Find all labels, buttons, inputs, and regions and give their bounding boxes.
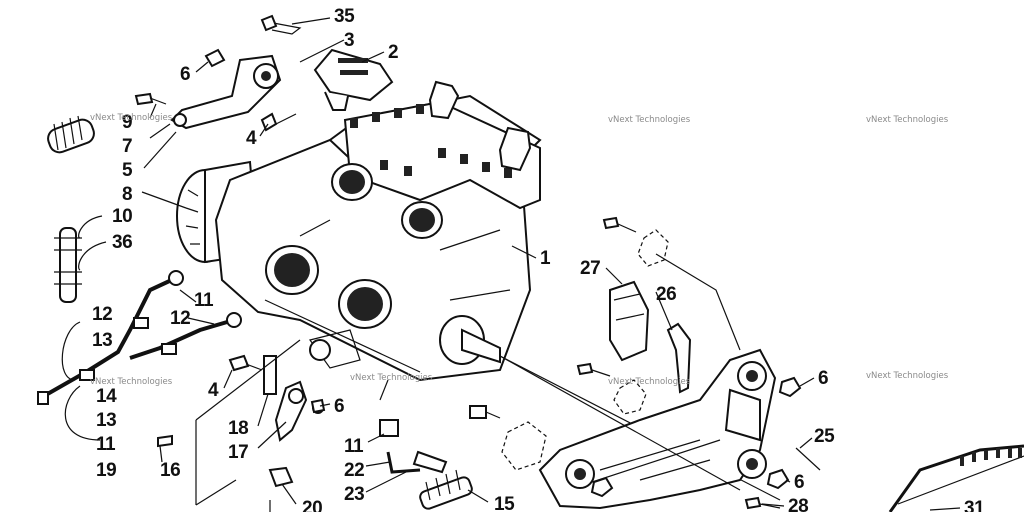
callout-1: 1 <box>540 248 551 269</box>
watermark: vNext Technologies <box>866 115 949 125</box>
callout-8: 8 <box>122 184 132 205</box>
callout-12: 12 <box>170 308 190 329</box>
callout-12: 12 <box>92 304 112 325</box>
watermark: vNext Technologies <box>608 115 691 125</box>
callout-4: 4 <box>208 380 219 401</box>
callout-6: 6 <box>180 64 190 85</box>
callout-labels: 35 3 2 6 9 7 4 5 8 10 36 1 27 26 11 12 1… <box>92 6 986 517</box>
callout-11: 11 <box>344 436 364 457</box>
leader-lines <box>78 17 961 511</box>
watermarks: vNext Technologies vNext Technologies vN… <box>90 113 949 387</box>
callout-5: 5 <box>122 160 133 181</box>
callout-15: 15 <box>494 494 515 512</box>
callout-6: 6 <box>794 472 804 493</box>
engine-mount-upper <box>47 14 394 154</box>
callout-22: 22 <box>344 460 364 481</box>
callout-2: 2 <box>388 42 398 63</box>
callout-36: 36 <box>112 232 132 253</box>
callout-3: 3 <box>344 30 354 51</box>
callout-31: 31 <box>964 498 985 512</box>
callout-17: 17 <box>228 442 248 463</box>
callout-18: 18 <box>228 418 248 439</box>
drive-clutch-plate <box>310 216 1024 513</box>
watermark: vNext Technologies <box>866 371 949 381</box>
callout-14: 14 <box>96 386 117 407</box>
callout-28: 28 <box>788 496 808 512</box>
callout-20: 20 <box>302 498 322 512</box>
callout-23: 23 <box>344 484 364 505</box>
callout-6: 6 <box>334 396 344 417</box>
watermark: vNext Technologies <box>90 377 173 387</box>
callout-9: 9 <box>122 112 132 133</box>
callout-10: 10 <box>112 206 132 227</box>
callout-13: 13 <box>92 330 112 351</box>
callout-19: 19 <box>96 460 116 481</box>
callout-25: 25 <box>814 426 835 447</box>
watermark: vNext Technologies <box>350 373 433 383</box>
callout-4: 4 <box>246 128 257 149</box>
watermark: vNext Technologies <box>90 113 173 123</box>
callout-13: 13 <box>96 410 116 431</box>
callout-11: 11 <box>194 290 214 311</box>
callout-35: 35 <box>334 6 355 27</box>
callout-11: 11 <box>96 434 116 455</box>
callout-6: 6 <box>818 368 828 389</box>
callout-27: 27 <box>580 258 600 279</box>
engine-block <box>176 80 781 501</box>
callout-16: 16 <box>160 460 180 481</box>
fuel-lines <box>37 227 242 441</box>
callout-7: 7 <box>122 136 132 157</box>
watermark: vNext Technologies <box>608 377 691 387</box>
callout-26: 26 <box>656 284 676 305</box>
